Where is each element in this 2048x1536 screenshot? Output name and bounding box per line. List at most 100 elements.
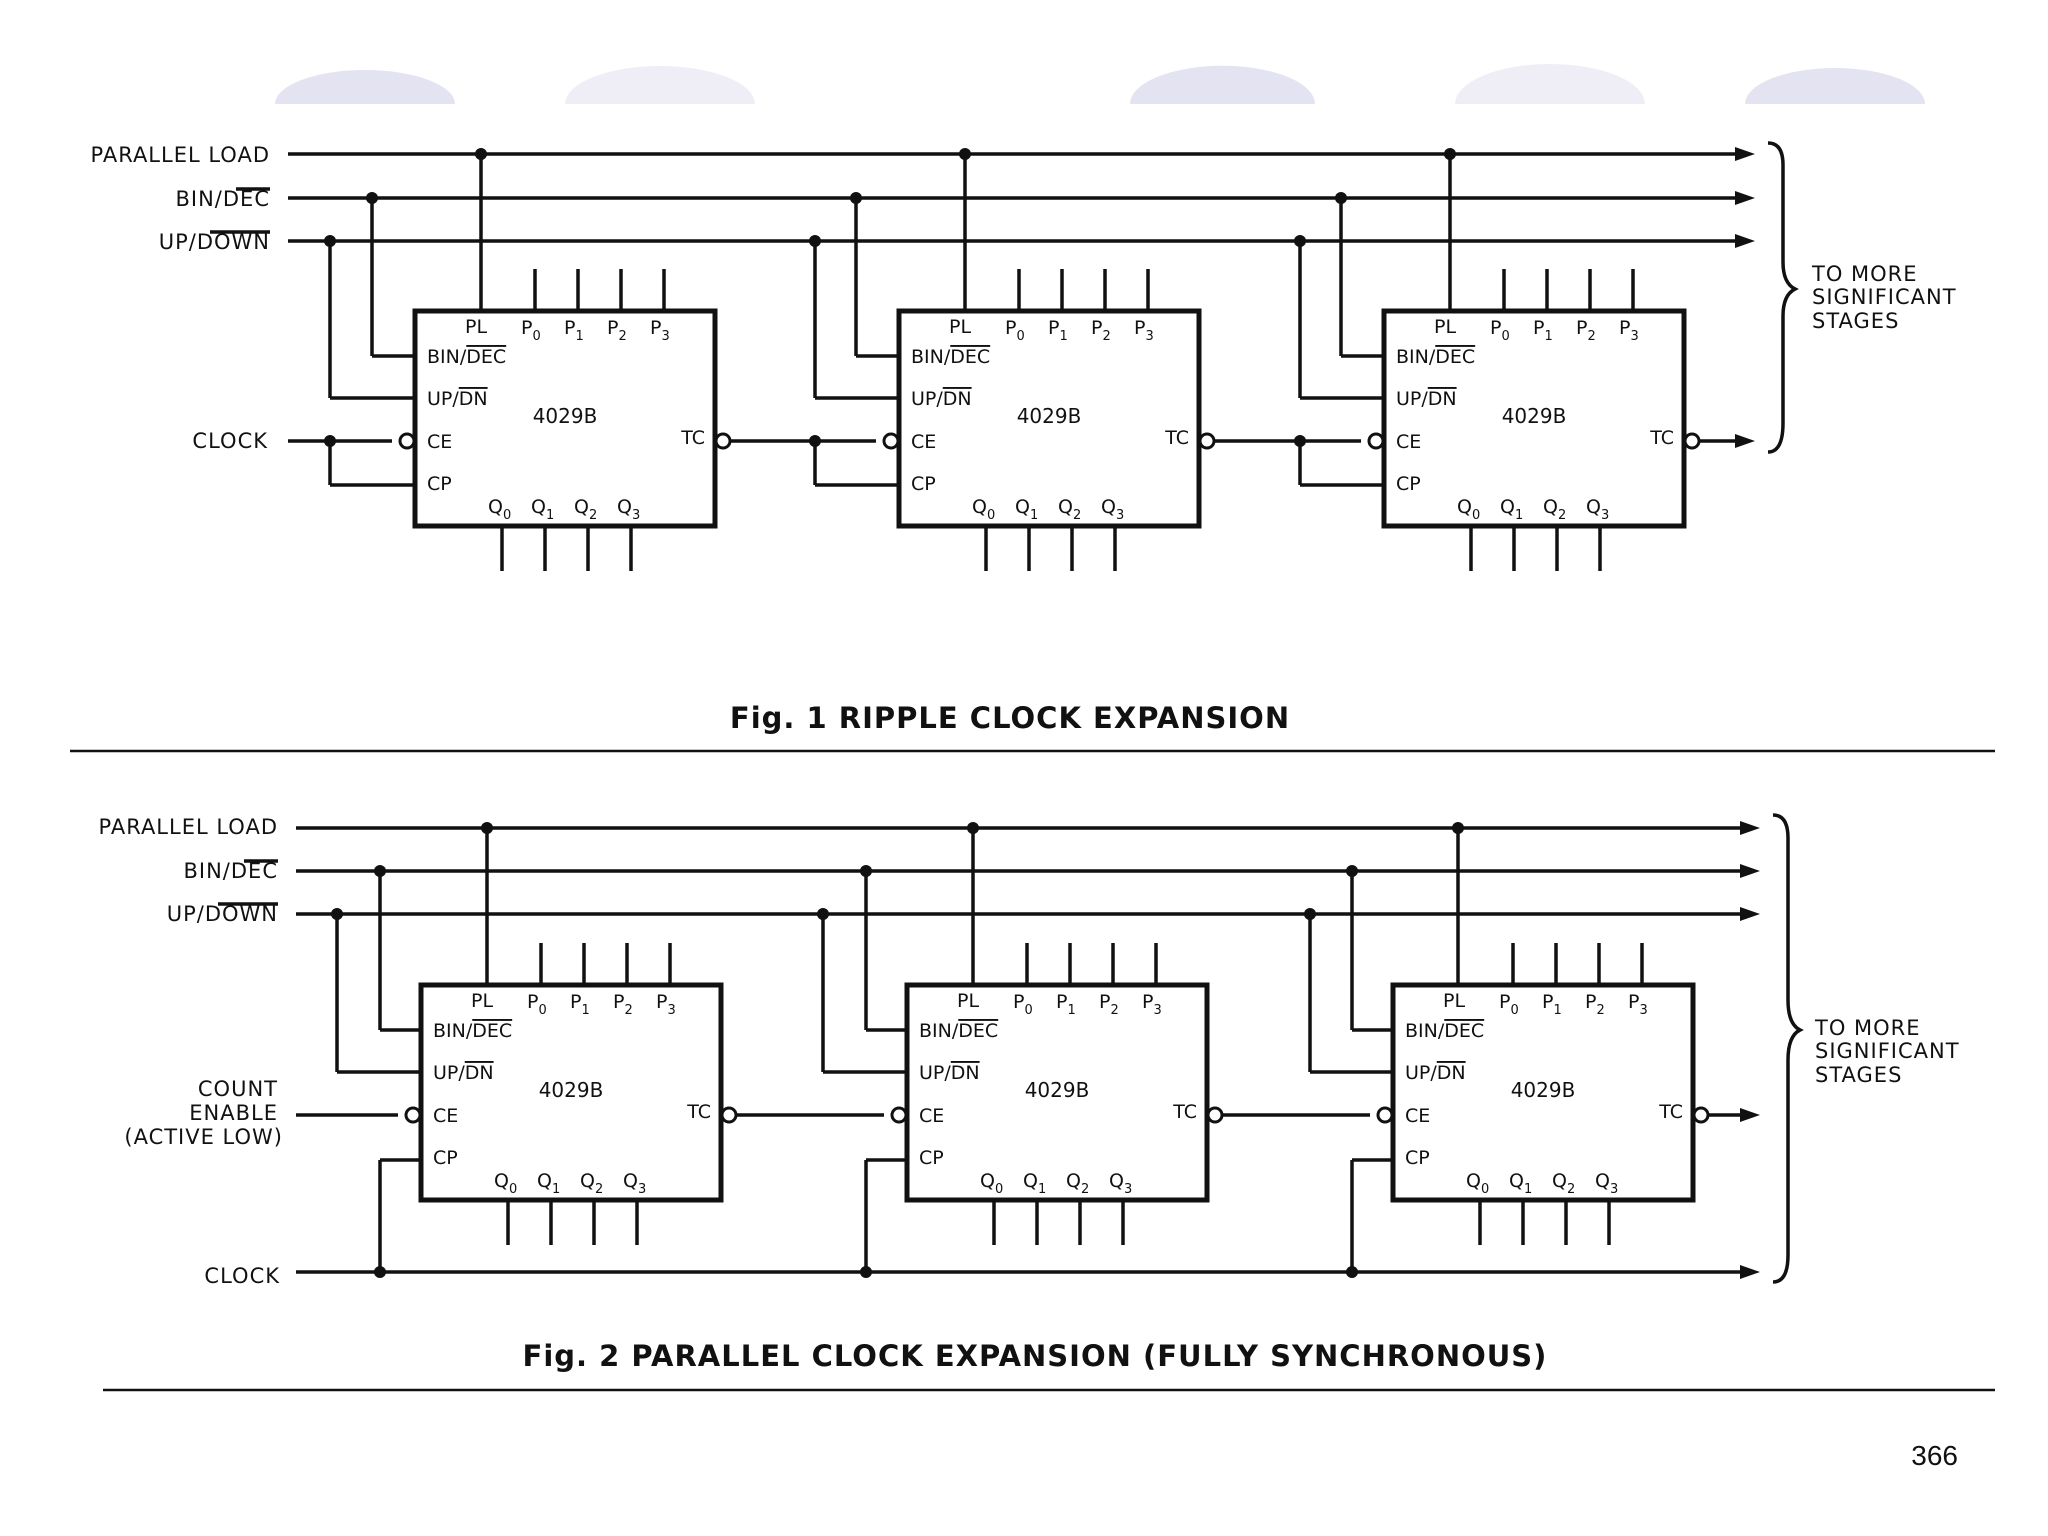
up-dn-pin-label: UP/DN bbox=[427, 388, 488, 410]
p2-pin-label: P2 bbox=[613, 991, 633, 1018]
chip-1 bbox=[324, 148, 487, 400]
q0-pin-label: Q0 bbox=[980, 1170, 1003, 1197]
part-number-label: 4029B bbox=[1025, 1078, 1090, 1102]
bin-dec-pin-label: BIN/DEC bbox=[911, 346, 990, 368]
bus-lines bbox=[288, 147, 1755, 248]
pl-pin-label: PL bbox=[465, 316, 487, 338]
p3-pin-label: P3 bbox=[1628, 991, 1648, 1018]
up-dn-pin-label: UP/DN bbox=[919, 1062, 980, 1084]
p0-pin-label: P0 bbox=[1013, 991, 1033, 1018]
significant-label: SIGNIFICANT bbox=[1815, 1039, 1960, 1063]
q2-pin-label: Q2 bbox=[580, 1170, 603, 1197]
p3-pin-label: P3 bbox=[656, 991, 676, 1018]
ce-inversion-bubble bbox=[404, 1106, 422, 1124]
ce-pin-label: CE bbox=[433, 1105, 458, 1127]
q1-pin-label: Q1 bbox=[1015, 496, 1038, 523]
p3-pin-label: P3 bbox=[1619, 317, 1639, 344]
q3-pin-label: Q3 bbox=[1101, 496, 1124, 523]
figure-2-caption: Fig. 2 PARALLEL CLOCK EXPANSION (FULLY S… bbox=[523, 1339, 1548, 1373]
part-number-label: 4029B bbox=[1502, 404, 1567, 428]
chip-body bbox=[1381, 308, 1687, 529]
p0-pin-label: P0 bbox=[1005, 317, 1025, 344]
parallel-load-label: PARALLEL LOAD bbox=[99, 815, 278, 839]
chip-body bbox=[412, 308, 718, 529]
chip-body bbox=[1390, 982, 1696, 1203]
p2-pin-label: P2 bbox=[1091, 317, 1111, 344]
cp-pin-label: CP bbox=[919, 1147, 944, 1169]
cp-pin-label: CP bbox=[1405, 1147, 1430, 1169]
up-down-label: UP/DOWN bbox=[159, 230, 270, 254]
chip-body bbox=[418, 982, 724, 1203]
p1-pin-label: P1 bbox=[1542, 991, 1562, 1018]
clock-label: CLOCK bbox=[192, 429, 268, 453]
tc-pin-label: TC bbox=[686, 1101, 711, 1123]
up-down-label: UP/DOWN bbox=[167, 902, 278, 926]
up-dn-pin-label: UP/DN bbox=[433, 1062, 494, 1084]
ce-pin-label: CE bbox=[1396, 431, 1421, 453]
bus-lines bbox=[296, 821, 1760, 1279]
pl-pin-label: PL bbox=[1434, 316, 1456, 338]
tc-pin-label: TC bbox=[1164, 427, 1189, 449]
bin-dec-pin-label: BIN/DEC bbox=[433, 1020, 512, 1042]
part-number-label: 4029B bbox=[1017, 404, 1082, 428]
q1-pin-label: Q1 bbox=[531, 496, 554, 523]
p2-pin-label: P2 bbox=[1099, 991, 1119, 1018]
q0-pin-label: Q0 bbox=[1466, 1170, 1489, 1197]
active-low-label: (ACTIVE LOW) bbox=[124, 1125, 283, 1149]
part-number-label: 4029B bbox=[539, 1078, 604, 1102]
p3-pin-label: P3 bbox=[650, 317, 670, 344]
ce-inversion-bubble bbox=[1376, 1106, 1394, 1124]
pl-pin-label: PL bbox=[949, 316, 971, 338]
q3-pin-label: Q3 bbox=[1586, 496, 1609, 523]
cp-pin-label: CP bbox=[1396, 473, 1421, 495]
ce-inversion-bubble bbox=[890, 1106, 908, 1124]
ce-inversion-bubble bbox=[882, 432, 900, 450]
q3-pin-label: Q3 bbox=[623, 1170, 646, 1197]
figure-1-caption: Fig. 1 RIPPLE CLOCK EXPANSION bbox=[730, 701, 1290, 735]
figure-2-parallel-clock: PARALLEL LOAD BIN/DEC UP/DOWN COUNT ENAB… bbox=[99, 813, 1960, 1373]
p1-pin-label: P1 bbox=[564, 317, 584, 344]
part-number-label: 4029B bbox=[1511, 1078, 1576, 1102]
tc-inversion-bubble bbox=[1206, 1106, 1224, 1124]
to-more-label: TO MORE bbox=[1814, 1016, 1921, 1040]
ce-pin-label: CE bbox=[427, 431, 452, 453]
q2-pin-label: Q2 bbox=[1066, 1170, 1089, 1197]
to-more-label: TO MORE bbox=[1811, 262, 1918, 286]
tc-inversion-bubble bbox=[720, 1106, 738, 1124]
tc-inversion-bubble bbox=[714, 432, 732, 450]
stages-label: STAGES bbox=[1812, 309, 1899, 333]
page-number: 366 bbox=[1911, 1440, 1958, 1471]
p2-pin-label: P2 bbox=[607, 317, 627, 344]
q2-pin-label: Q2 bbox=[1058, 496, 1081, 523]
pl-pin-label: PL bbox=[1443, 990, 1465, 1012]
q3-pin-label: Q3 bbox=[1109, 1170, 1132, 1197]
enable-label: ENABLE bbox=[189, 1101, 278, 1125]
p3-pin-label: P3 bbox=[1142, 991, 1162, 1018]
tc-pin-label: TC bbox=[680, 427, 705, 449]
cp-pin-label: CP bbox=[911, 473, 936, 495]
tc-inversion-bubble bbox=[1692, 1106, 1710, 1124]
q2-pin-label: Q2 bbox=[1552, 1170, 1575, 1197]
pl-pin-label: PL bbox=[957, 990, 979, 1012]
p1-pin-label: P1 bbox=[1056, 991, 1076, 1018]
chip-body bbox=[896, 308, 1202, 529]
stages-label: STAGES bbox=[1815, 1063, 1902, 1087]
q0-pin-label: Q0 bbox=[488, 496, 511, 523]
chip-3-wiring bbox=[1294, 148, 1456, 400]
p2-pin-label: P2 bbox=[1585, 991, 1605, 1018]
significant-label: SIGNIFICANT bbox=[1812, 285, 1957, 309]
count-label: COUNT bbox=[198, 1077, 278, 1101]
figure-1-ripple-clock: PARALLEL LOAD BIN/DEC UP/DOWN CLOCK bbox=[91, 141, 1957, 735]
ce-pin-label: CE bbox=[911, 431, 936, 453]
p0-pin-label: P0 bbox=[521, 317, 541, 344]
tc-pin-label: TC bbox=[1172, 1101, 1197, 1123]
tc-pin-label: TC bbox=[1649, 427, 1674, 449]
bin-dec-label: BIN/DEC bbox=[176, 187, 271, 211]
p0-pin-label: P0 bbox=[1499, 991, 1519, 1018]
p2-pin-label: P2 bbox=[1576, 317, 1596, 344]
